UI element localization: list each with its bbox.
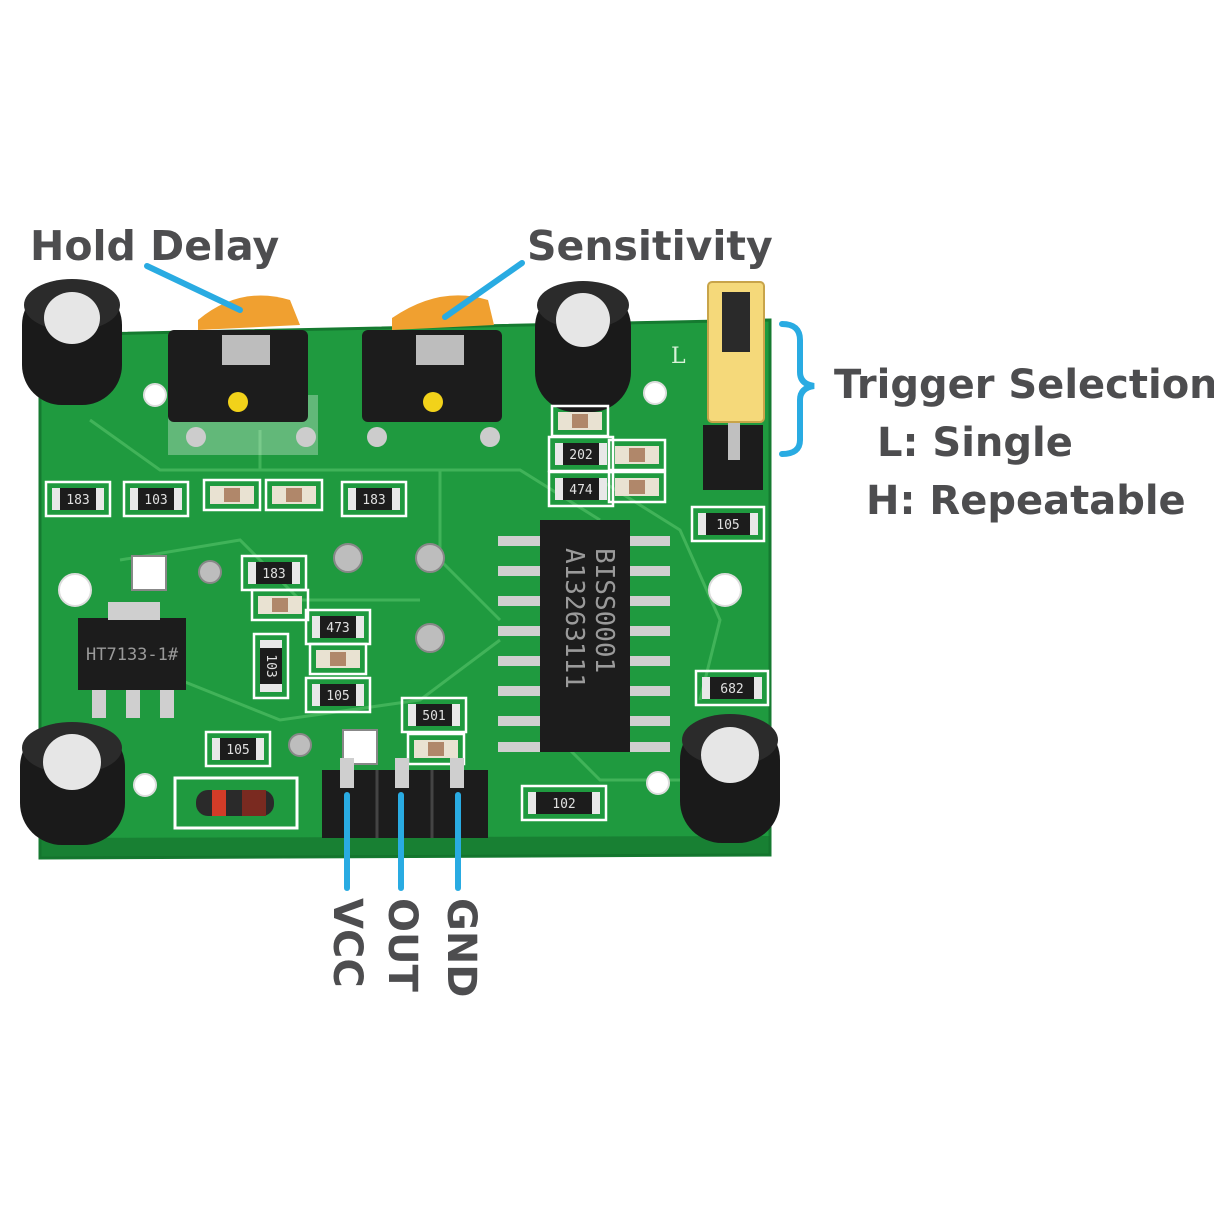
mounting-hole [133,773,157,797]
smd-silkscreen-frame [607,438,667,472]
smd-resistor-body [138,488,174,510]
callout-lines [144,260,815,891]
trigger-repeatable-label: H: Repeatable [866,478,1186,524]
smd-silkscreen-frame [44,480,112,518]
mounting-hole [643,381,667,405]
sensitivity-label: Sensitivity [527,222,773,270]
capacitor-bottom-right [680,714,780,843]
smd-resistor-body [220,738,256,760]
hold-delay-label: Hold Delay [30,222,280,270]
smd-resistor-code: 183 [66,493,89,508]
smd-resistor-body [416,704,452,726]
biss0001-ic: BISS0001 A13263111 [498,520,670,752]
jumper-mark: L [671,344,686,369]
sensitivity-callout-line [442,260,525,320]
mounting-hole [708,573,742,607]
hold-delay-callout-line [144,263,243,313]
smd-silkscreen-frame [250,588,310,622]
smd-silkscreen-frame [308,642,368,676]
smd-capacitor-body [286,488,302,502]
smd-capacitor-body [330,652,346,666]
out-pin-label: OUT [379,898,425,992]
smd-silkscreen-frame [340,480,408,518]
smd-capacitor-body [272,598,288,612]
smd-silkscreen-frame [400,696,468,734]
trigger-jumper: L [671,281,765,490]
via [333,543,363,573]
smd-silkscreen-frame [264,478,324,512]
smd-resistor-body [563,478,599,500]
smd-silkscreen-frame [694,669,770,707]
smd-resistor-code: 105 [326,689,349,704]
via [415,543,445,573]
smd-resistor-code: 474 [569,483,593,498]
trigger-brace [779,321,815,457]
capacitor-top-left [22,279,122,405]
solder-pad [131,555,167,591]
mounting-hole [143,383,167,407]
smd-silkscreen-frame [122,480,190,518]
smd-resistor-body [710,677,754,699]
smd-resistor-body [563,443,599,465]
voltage-regulator: HT7133-1# [78,602,186,718]
smd-resistor-body [536,792,592,814]
via [198,560,222,584]
diode [173,776,299,830]
regulator-marking: HT7133-1# [86,645,179,665]
mounting-hole [58,573,92,607]
via [415,623,445,653]
smd-resistor-code: 105 [226,743,249,758]
mounting-hole [646,771,670,795]
capacitor-bottom-left [20,722,125,845]
via [288,733,312,757]
smd-resistor-code: 682 [720,682,743,697]
smd-silkscreen-frame [690,505,766,543]
smd-silkscreen-frame [204,730,272,768]
smd-resistor-body [320,684,356,706]
smd-resistor-body [260,648,282,684]
smd-components: 183 103 183 202 474 105 183 473 103 105 501 105 682 1… [44,404,770,822]
smd-capacitor-body [572,414,588,428]
smd-silkscreen-frame [304,676,372,714]
trigger-selection-label: Trigger Selection [834,362,1214,408]
vcc-pin-label: VCC [324,898,370,988]
ic-marking-line2: A13263111 [559,548,589,689]
smd-resistor-code: 103 [263,654,278,677]
smd-resistor-code: 103 [144,493,167,508]
smd-silkscreen-frame [202,478,262,512]
smd-capacitor-body [428,742,444,756]
smd-resistor-code: 105 [716,518,739,533]
smd-resistor-code: 473 [326,621,349,636]
smd-resistor-body [256,562,292,584]
smd-resistor-body [356,488,392,510]
ic-marking-line1: BISS0001 [589,548,619,673]
smd-resistor-code: 102 [552,797,575,812]
capacitor-top-right [535,281,631,412]
smd-silkscreen-frame [406,732,466,766]
trigger-single-label: L: Single [877,420,1073,466]
smd-capacitor-body [629,480,645,494]
smd-resistor-code: 183 [262,567,285,582]
smd-resistor-body [60,488,96,510]
hold-delay-potentiometer [168,295,318,455]
smd-resistor-body [320,616,356,638]
smd-silkscreen-frame [252,632,290,700]
smd-resistor-body [706,513,750,535]
smd-silkscreen-frame [547,470,615,508]
smd-resistor-code: 501 [422,709,445,724]
gnd-pin-label: GND [438,898,484,998]
smd-silkscreen-frame [520,784,608,822]
smd-resistor-code: 183 [362,493,385,508]
smd-capacitor-body [629,448,645,462]
smd-capacitor-body [224,488,240,502]
smd-resistor-code: 202 [569,448,592,463]
smd-silkscreen-frame [550,404,610,438]
smd-silkscreen-frame [607,470,667,504]
